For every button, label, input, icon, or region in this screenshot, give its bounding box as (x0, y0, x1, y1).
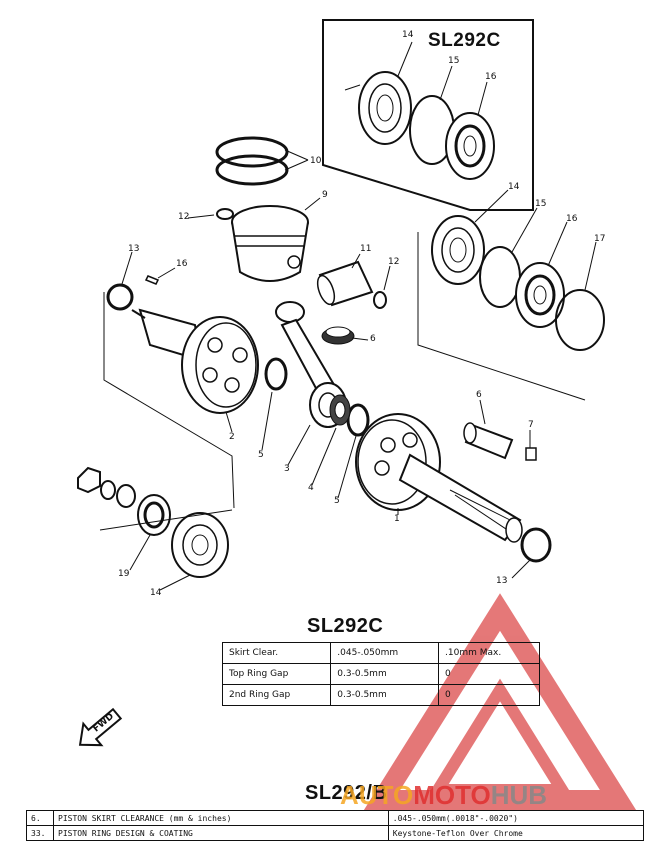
crank-pin-6 (463, 422, 514, 460)
callout-5-left: 5 (258, 450, 264, 460)
inset-box-outline (322, 19, 534, 211)
callout-12-right: 12 (388, 257, 400, 267)
callout-13-right: 13 (496, 576, 508, 586)
spec-table-title: SL292C (307, 615, 384, 637)
callout-7: 7 (528, 420, 534, 430)
big-end-bearing-4 (329, 394, 351, 426)
callout-4: 4 (308, 483, 314, 493)
spec-label: Skirt Clear. (221, 642, 332, 664)
inset-title: SL292C (428, 30, 501, 51)
spec-metric: 0.3-0.5mm (330, 684, 440, 706)
callout-2: 2 (229, 432, 235, 442)
table-row: Top Ring Gap 0.3-0.5mm 0 (221, 663, 540, 685)
bearing-14-left (171, 512, 229, 578)
piston-9 (231, 205, 309, 282)
callout-14-left: 14 (150, 588, 162, 598)
callout-13-left: 13 (128, 244, 140, 254)
watermark-text: AUTOMOTOHUB (340, 780, 547, 811)
nut-washer-set (77, 466, 136, 508)
table-row: 6. PISTON SKIRT CLEARANCE (mm & inches) … (26, 810, 645, 826)
washer-5-left (264, 357, 288, 391)
callout-5-right: 5 (334, 496, 340, 506)
inset-bearing-14 (344, 71, 412, 145)
bearing-14-right (431, 215, 485, 285)
callout-14-right: 14 (508, 182, 520, 192)
crank-half-right-1 (355, 413, 523, 543)
spec-table: Skirt Clear. .045-.050mm .10mm Max. Top … (221, 642, 540, 706)
piston-rings-10 (215, 136, 309, 186)
bottom-spec-table: 6. PISTON SKIRT CLEARANCE (mm & inches) … (26, 810, 645, 841)
callout-16-right: 16 (566, 214, 578, 224)
table-row: 2nd Ring Gap 0.3-0.5mm 0 (221, 684, 540, 706)
circlip-17 (555, 289, 605, 351)
fwd-arrow (78, 707, 123, 747)
seal-19 (137, 494, 171, 536)
inset-label-15: 15 (448, 56, 460, 66)
assembly-guide-left (103, 292, 235, 509)
callout-17: 17 (594, 234, 606, 244)
spec-label: 2nd Ring Gap (221, 684, 332, 706)
row-value: Keystone-Teflon Over Chrome (387, 825, 645, 841)
spec-limit: 0 (438, 684, 540, 706)
leader-lines (121, 41, 597, 591)
spec-limit: .10mm Max. (438, 642, 540, 664)
callout-19: 19 (118, 569, 130, 579)
spec-metric: 0.3-0.5mm (330, 663, 440, 685)
callout-10: 10 (310, 156, 322, 166)
callout-1: 1 (394, 514, 400, 524)
callout-6-smallend: 6 (370, 334, 376, 344)
circlip-12-left (216, 208, 234, 220)
piston-pin-11 (316, 260, 374, 307)
seal-16-right (515, 262, 565, 328)
spec-metric: .045-.050mm (330, 642, 440, 664)
inset-label-16: 16 (485, 72, 497, 82)
inset-seal-16 (445, 112, 495, 180)
crank-half-left-2 (131, 308, 259, 414)
row-value: .045-.050mm(.0018"-.0020") (387, 810, 645, 826)
callout-12-left: 12 (178, 212, 190, 222)
watermark-moto: MOTO (413, 780, 491, 810)
row-label: PISTON SKIRT CLEARANCE (mm & inches) (53, 810, 389, 826)
callout-6-crankpin: 6 (476, 390, 482, 400)
row-label: PISTON RING DESIGN & COATING (53, 825, 389, 841)
watermark-hub: HUB (490, 780, 548, 810)
seal-13-left (106, 283, 134, 311)
callout-9: 9 (322, 190, 328, 200)
small-end-bearing-6 (321, 326, 355, 345)
spec-limit: 0 (438, 663, 540, 685)
watermark-auto: AUTO (340, 780, 414, 810)
row-num: 6. (26, 810, 54, 826)
callout-15-right: 15 (535, 199, 547, 209)
washer-5-right (346, 403, 370, 437)
plug-7 (525, 447, 537, 461)
spec-label: Top Ring Gap (221, 663, 332, 685)
callout-3: 3 (284, 464, 290, 474)
watermark-logo (363, 593, 637, 810)
bearing-set-bracket (417, 232, 586, 401)
seal-13-right (520, 527, 552, 563)
callout-16-key: 16 (176, 259, 188, 269)
inset-label-14: 14 (402, 30, 414, 40)
circlip-12-right (373, 291, 387, 309)
bottom-title: SL292/B (305, 782, 388, 804)
circlip-15-right (479, 246, 521, 308)
row-num: 33. (26, 825, 54, 841)
woodruff-key-16 (144, 275, 160, 285)
table-row: Skirt Clear. .045-.050mm .10mm Max. (221, 642, 540, 664)
table-row: 33. PISTON RING DESIGN & COATING Keyston… (26, 825, 645, 841)
callout-11: 11 (360, 244, 372, 254)
